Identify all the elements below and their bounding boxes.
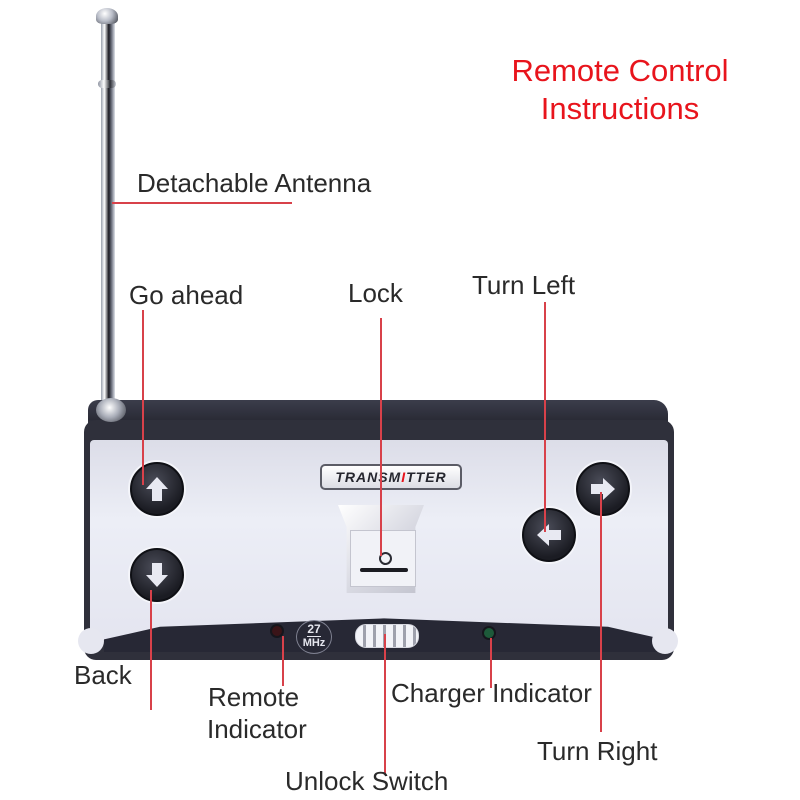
lock-slider[interactable] bbox=[350, 530, 416, 587]
turn-left-button[interactable] bbox=[522, 508, 576, 562]
unlock-switch[interactable] bbox=[355, 624, 419, 648]
label-lock: Lock bbox=[348, 278, 403, 308]
turn-right-button[interactable] bbox=[576, 462, 630, 516]
label-turn-right: Turn Right bbox=[537, 736, 658, 766]
label-unlock-switch: Unlock Switch bbox=[285, 766, 449, 796]
title-line-1: Remote Control bbox=[511, 53, 729, 88]
antenna-rod bbox=[101, 20, 115, 415]
leader-line-lock bbox=[380, 318, 382, 556]
diagram-title: Remote Control Instructions bbox=[460, 52, 780, 128]
label-turn-left: Turn Left bbox=[472, 270, 576, 300]
leader-line-back bbox=[150, 590, 152, 710]
label-go-ahead: Go ahead bbox=[129, 280, 244, 310]
brand-text-prefix: TRANSM bbox=[335, 469, 402, 485]
leader-line-turn-left bbox=[544, 302, 546, 532]
lock-slot bbox=[360, 568, 408, 572]
brand-text-suffix: TTER bbox=[406, 469, 447, 485]
antenna-joint bbox=[98, 80, 116, 88]
brand-text-accent: I bbox=[401, 469, 407, 485]
charger-indicator-led bbox=[484, 628, 494, 638]
arrow-left-icon bbox=[537, 524, 561, 546]
label-detachable-antenna: Detachable Antenna bbox=[137, 168, 372, 198]
frequency-unit: MHz bbox=[302, 637, 326, 649]
forward-button[interactable] bbox=[130, 462, 184, 516]
leader-line-go-ahead bbox=[142, 310, 144, 485]
label-charger-indicator: Charger Indicator bbox=[391, 678, 592, 708]
remote-indicator-led bbox=[272, 626, 282, 636]
arrow-up-icon bbox=[146, 477, 168, 501]
leader-line-antenna bbox=[112, 202, 292, 204]
arrow-down-icon bbox=[146, 563, 168, 587]
antenna-base bbox=[96, 398, 126, 422]
transmitter-brand-plate: TRANSMITTER bbox=[320, 464, 462, 490]
label-back: Back bbox=[74, 660, 132, 690]
leader-line-charger-indicator bbox=[490, 638, 492, 688]
faceplate-corner-right bbox=[652, 628, 678, 654]
arrow-right-icon bbox=[591, 478, 615, 500]
frequency-value: 27 bbox=[307, 622, 321, 637]
antenna-tip bbox=[96, 8, 118, 24]
label-remote-indicator-line-2: Indicator bbox=[207, 714, 307, 744]
label-remote-indicator-line-1: Remote bbox=[208, 682, 300, 712]
frequency-badge: 27 MHz bbox=[296, 620, 332, 654]
leader-line-remote-indicator bbox=[282, 636, 284, 686]
faceplate-corner-left bbox=[78, 628, 104, 654]
title-line-2: Instructions bbox=[540, 91, 700, 126]
leader-line-turn-right bbox=[600, 492, 602, 732]
lock-knob[interactable] bbox=[379, 552, 392, 565]
leader-line-unlock-switch bbox=[384, 634, 386, 774]
back-button[interactable] bbox=[130, 548, 184, 602]
